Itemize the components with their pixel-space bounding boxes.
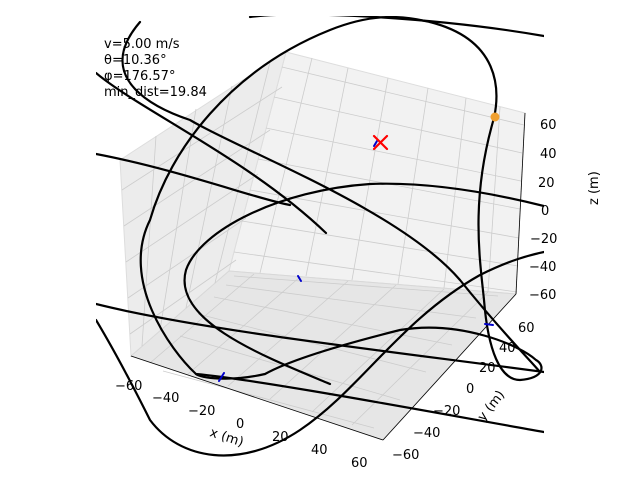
grid-line bbox=[213, 296, 453, 346]
z-tick-label: 40 bbox=[540, 147, 557, 162]
z-tick-label: −60 bbox=[529, 288, 556, 303]
segments bbox=[218, 140, 494, 382]
target-marker bbox=[372, 134, 389, 151]
segment-mark bbox=[484, 323, 494, 326]
z-axis-label: z (m) bbox=[587, 171, 602, 205]
x-tick-label: −20 bbox=[188, 404, 215, 419]
segment-mark bbox=[297, 275, 302, 282]
target-marker-stroke bbox=[372, 134, 389, 151]
grid-line bbox=[125, 173, 259, 263]
x-tick-labels: −60 −40 −20 0 20 40 60 bbox=[115, 379, 368, 471]
grid-line bbox=[225, 284, 477, 319]
z-tick-label: −40 bbox=[529, 260, 556, 275]
y-tick-label: 0 bbox=[466, 382, 474, 397]
z-tick-label: 0 bbox=[541, 204, 549, 219]
trajectory-line bbox=[139, 16, 544, 434]
y-axis-label: y (m) bbox=[475, 388, 508, 425]
grid-line bbox=[273, 96, 523, 154]
trajectory-line bbox=[248, 16, 544, 38]
z-axis-line bbox=[515, 112, 526, 295]
grid-line bbox=[269, 284, 397, 400]
y-axis-line bbox=[382, 293, 517, 441]
x-tick-label: 40 bbox=[311, 443, 328, 458]
grid-line bbox=[121, 86, 283, 191]
grid-line bbox=[443, 97, 467, 289]
segment-mark bbox=[373, 140, 378, 147]
x-axis-line bbox=[130, 355, 384, 441]
trajectory-line bbox=[96, 302, 544, 374]
x-tick-label: 0 bbox=[236, 417, 244, 432]
grid-line bbox=[351, 77, 389, 281]
min-dist-readout: min_dist=19.84 bbox=[104, 85, 207, 100]
x-tick-label: 60 bbox=[351, 456, 368, 471]
grid-line bbox=[265, 127, 522, 182]
grid-line bbox=[241, 220, 519, 267]
segment-mark bbox=[218, 372, 225, 382]
axis-edges bbox=[130, 112, 526, 441]
x-tick-label: 20 bbox=[272, 430, 289, 445]
z-tick-label: 20 bbox=[538, 176, 555, 191]
z-tick-label: −20 bbox=[530, 232, 557, 247]
grid-line bbox=[185, 85, 233, 309]
grid-line bbox=[149, 273, 255, 364]
grid-line bbox=[397, 87, 429, 285]
trajectory-line bbox=[96, 71, 328, 235]
grid-line bbox=[214, 61, 271, 284]
z-tick-labels: −60 −40 −20 0 20 40 60 bbox=[529, 118, 557, 303]
y-tick-label: 60 bbox=[518, 321, 535, 336]
trajectory-line bbox=[183, 182, 544, 386]
theta-readout: θ=10.36° bbox=[104, 53, 167, 68]
grid-line bbox=[197, 313, 427, 373]
grid-line bbox=[162, 370, 375, 429]
y-tick-label: −60 bbox=[392, 448, 419, 463]
grid-line bbox=[259, 57, 313, 274]
x-tick-label: −40 bbox=[152, 391, 179, 406]
axis-panes bbox=[119, 50, 526, 441]
trajectory-line bbox=[96, 250, 544, 457]
grid-line bbox=[141, 135, 157, 347]
grid-line bbox=[129, 259, 237, 335]
start-marker bbox=[490, 112, 500, 122]
grid-line bbox=[233, 251, 518, 293]
grid bbox=[121, 57, 525, 429]
y-tick-label: −40 bbox=[413, 426, 440, 441]
z-tick-label: 60 bbox=[540, 118, 557, 133]
trajectory-line bbox=[121, 20, 542, 374]
x-tick-label: −60 bbox=[115, 379, 142, 394]
phi-readout: φ=176.57° bbox=[104, 69, 176, 84]
grid-line bbox=[281, 66, 525, 126]
speed-readout: v=5.00 m/s bbox=[104, 37, 180, 52]
grid-line bbox=[127, 217, 247, 299]
